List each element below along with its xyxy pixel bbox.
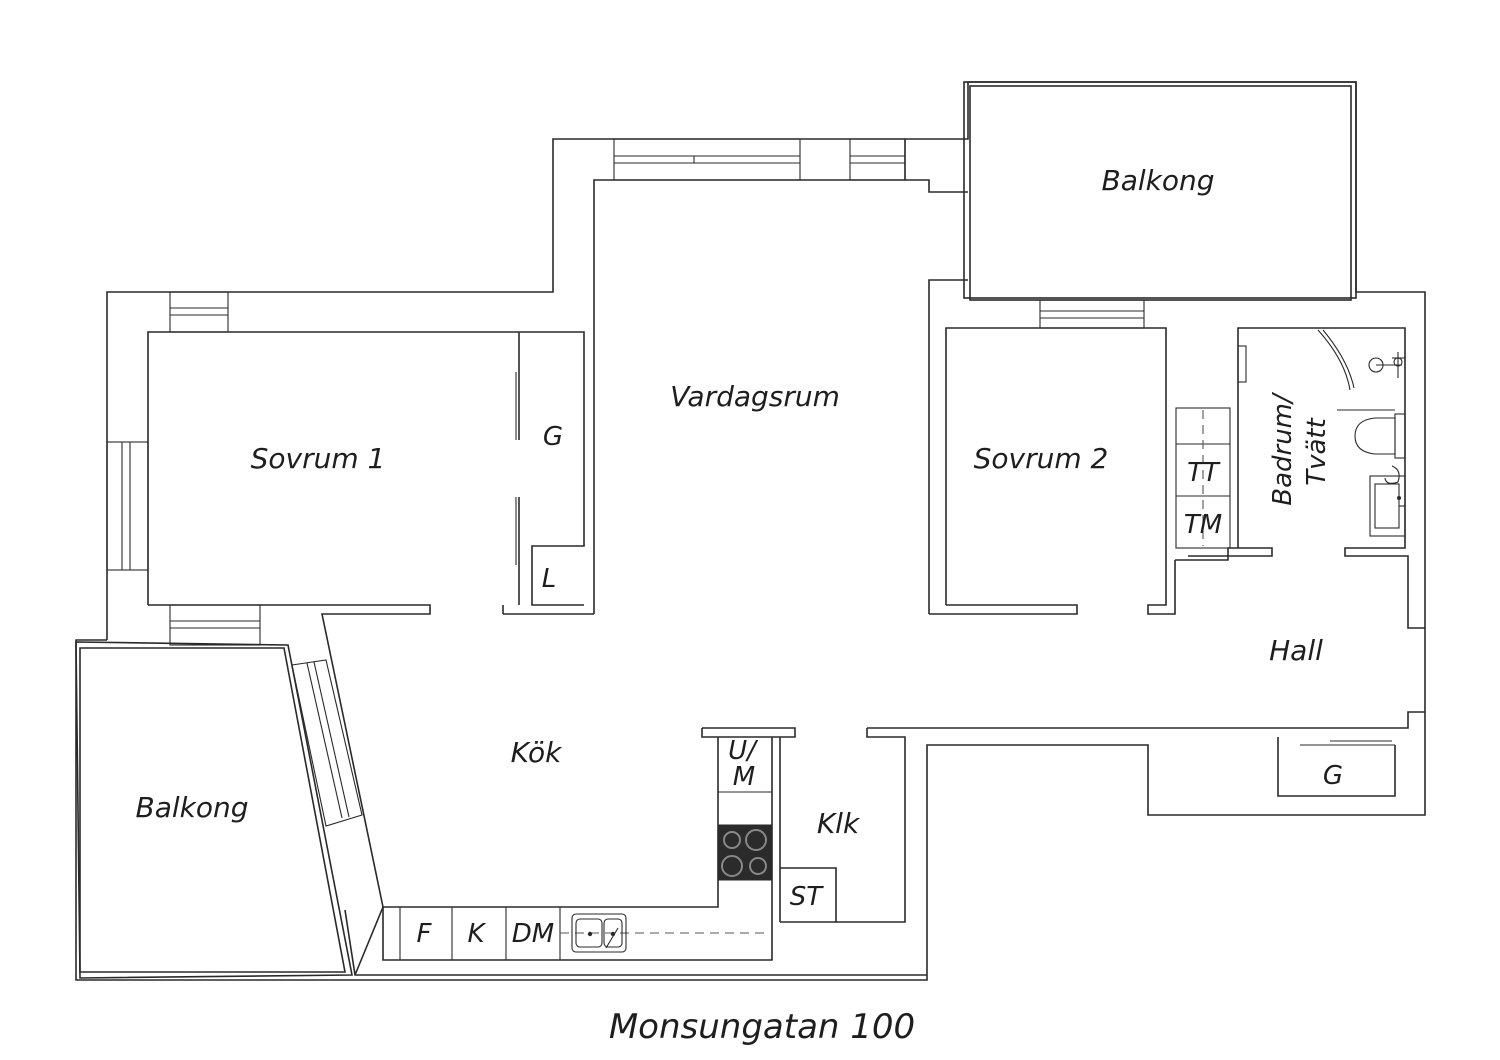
fixture-labels: G L TT TM G U/ M ST F K DM: [417, 422, 1344, 949]
room-label-balkong-top: Balkong: [1101, 164, 1214, 197]
fixture-label-k: K: [467, 919, 486, 949]
room-label-kok: Kök: [511, 736, 563, 769]
washbasin-icon: [1369, 465, 1406, 537]
fixture-label-f: F: [417, 919, 433, 949]
bath-radiator-icon: [1237, 345, 1247, 383]
toilet-icon: [1337, 409, 1406, 459]
stove-icon: [718, 825, 772, 880]
room-label-sovrum-2: Sovrum 2: [974, 442, 1109, 475]
room-label-hall: Hall: [1269, 634, 1323, 667]
room-label-balkong-left: Balkong: [135, 791, 248, 824]
fixture-label-dm: DM: [512, 919, 554, 949]
interior-walls: [148, 327, 1425, 976]
room-label-badrum-line-1: Badrum/: [1268, 391, 1298, 506]
sink-icon: [571, 913, 627, 953]
fixture-label-tm: TM: [1184, 510, 1222, 540]
room-label-badrum-line-2: Tvätt: [1302, 417, 1332, 485]
windows: [106, 138, 1145, 827]
room-label-sovrum-1: Sovrum 1: [251, 442, 386, 475]
fixture-label-l: L: [542, 564, 557, 594]
fixture-label-st: ST: [790, 882, 825, 912]
room-label-klk: Klk: [817, 807, 861, 840]
balcony-left: [75, 641, 353, 979]
balcony-top: [905, 81, 1357, 301]
fixture-label-um-line-2: M: [733, 762, 755, 792]
room-labels: Balkong Vardagsrum Sovrum 1 Sovrum 2 Bad…: [135, 164, 1332, 840]
fixture-label-um-line-1: U/: [728, 736, 759, 766]
fixture-label-g-hall: G: [1323, 761, 1343, 791]
shower-icon: [1317, 329, 1405, 391]
fixture-label-g-sovrum: G: [543, 422, 563, 452]
room-label-vardagsrum: Vardagsrum: [670, 380, 840, 413]
address-caption: Monsungatan 100: [609, 1007, 915, 1047]
fixture-label-tt: TT: [1187, 458, 1221, 488]
